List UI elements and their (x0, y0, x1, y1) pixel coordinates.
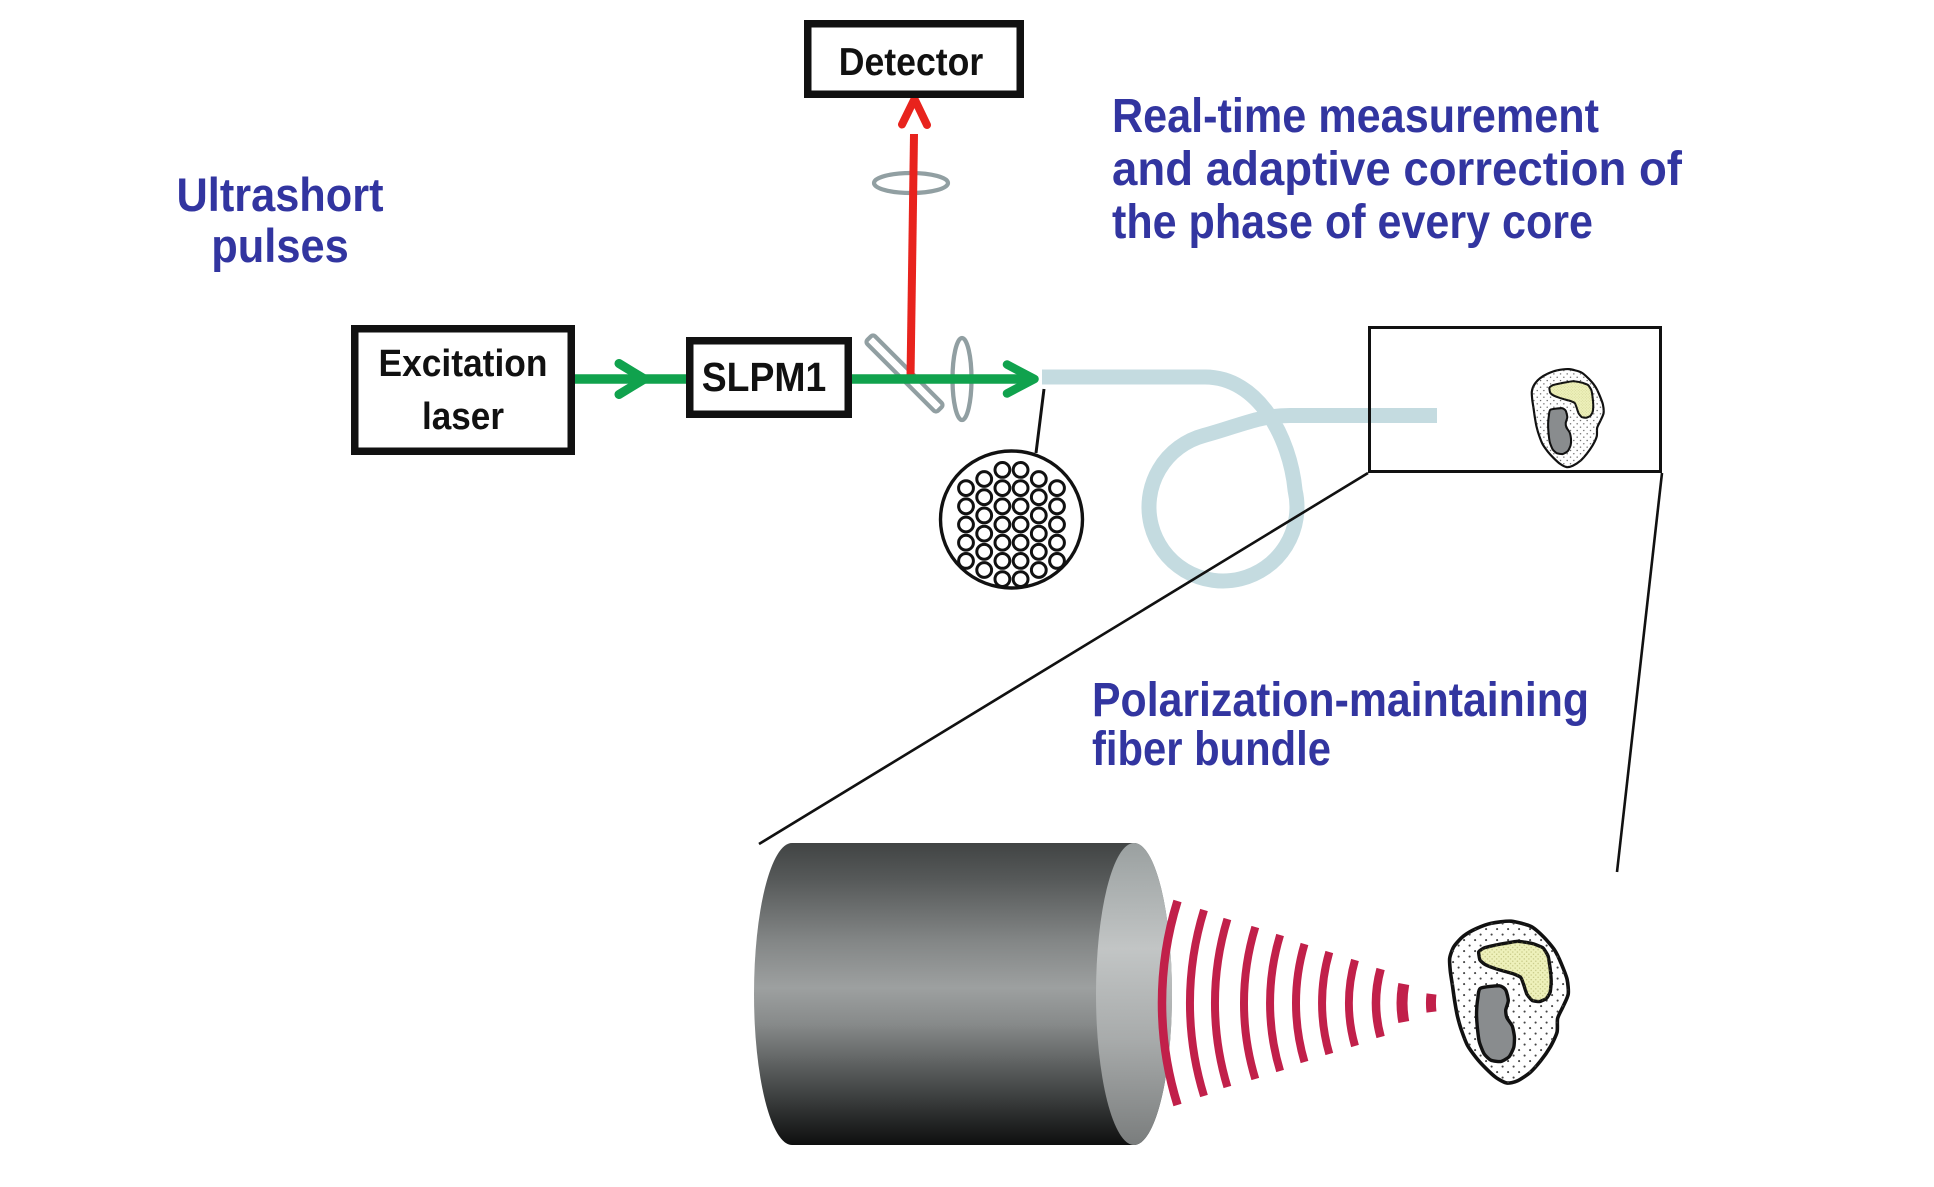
svg-text:and adaptive correction of: and adaptive correction of (1112, 143, 1683, 196)
svg-text:pulses: pulses (211, 219, 349, 272)
svg-text:Real-time measurement: Real-time measurement (1112, 90, 1599, 143)
svg-text:the phase of every core: the phase of every core (1112, 196, 1593, 249)
svg-text:fiber bundle: fiber bundle (1092, 723, 1331, 776)
svg-text:laser: laser (422, 396, 504, 438)
svg-text:Ultrashort: Ultrashort (177, 168, 384, 221)
svg-text:Polarization-maintaining: Polarization-maintaining (1092, 674, 1589, 727)
svg-text:Detector: Detector (839, 41, 984, 84)
svg-text:SLPM1: SLPM1 (702, 354, 827, 400)
svg-text:Excitation: Excitation (379, 343, 548, 385)
